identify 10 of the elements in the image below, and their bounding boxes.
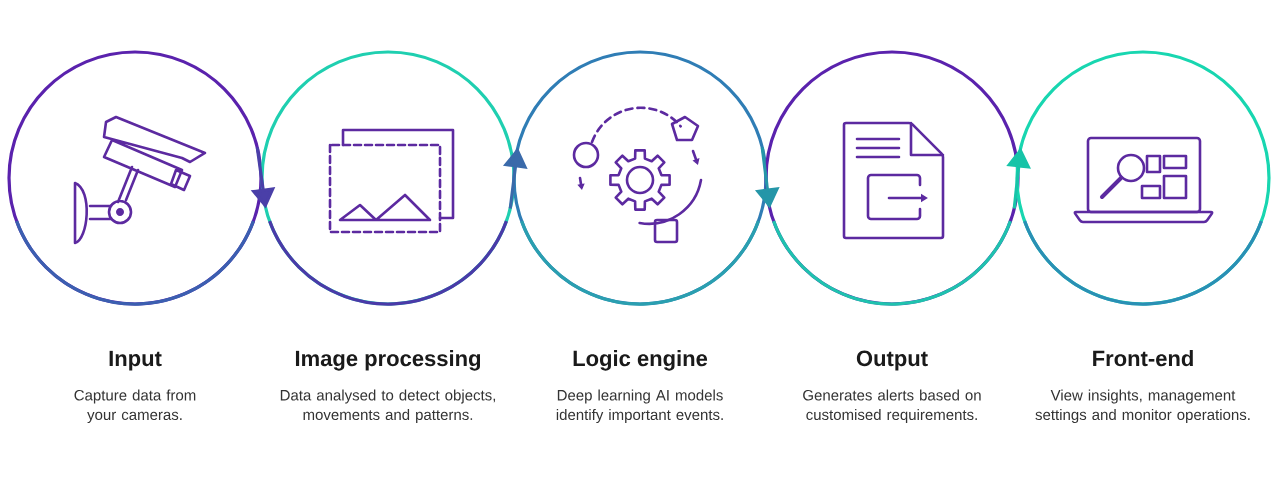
step-description: Data analysed to detect objects, movements and patterns. <box>280 389 496 423</box>
step-title: Logic engine <box>573 350 708 371</box>
step-description: Deep learning AI models identify important events. <box>556 389 723 423</box>
step-title: Front-end <box>1093 350 1193 367</box>
step-title: Output <box>856 350 928 371</box>
step-description: View insights, management settings and monitor operations. <box>1035 389 1250 423</box>
step-description: Generates alerts based on customised requirements. <box>803 389 981 423</box>
step-title: Image processing <box>295 350 481 371</box>
step-description: Capture data from your cameras. <box>74 389 196 423</box>
step-title: Input <box>109 350 162 371</box>
